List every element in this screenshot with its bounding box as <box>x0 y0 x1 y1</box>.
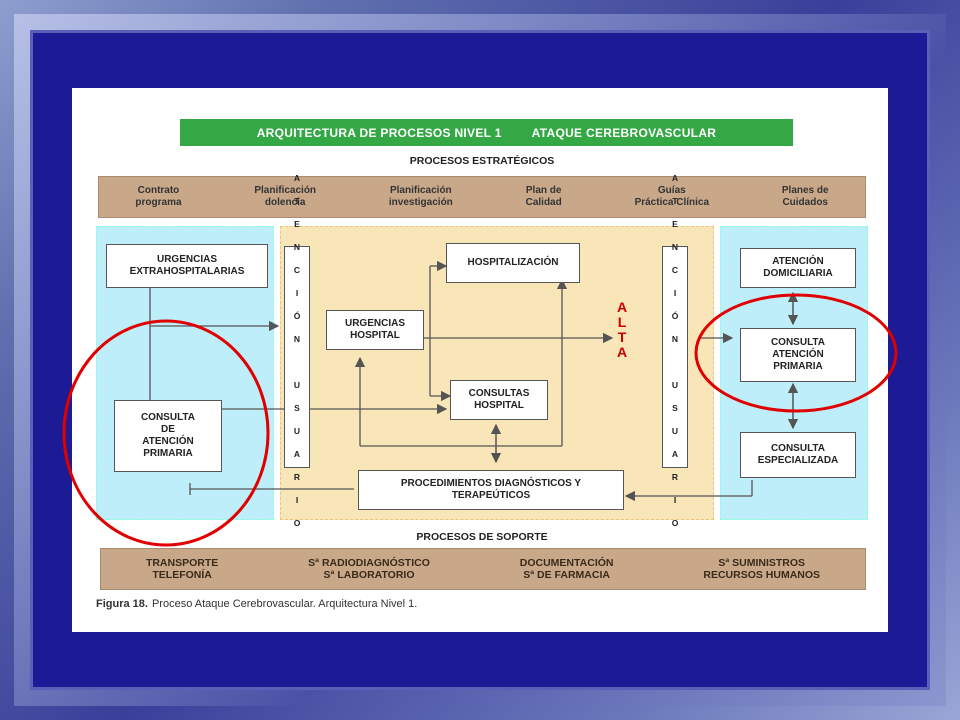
strategic-bar: Contrato programa Planificación dolencia… <box>98 176 866 218</box>
box-urgencias-hospital: URGENCIAS HOSPITAL <box>326 310 424 350</box>
atencion-usuario-letter: R <box>671 472 679 482</box>
atencion-usuario-letter: C <box>671 265 679 275</box>
alta-letter: A <box>616 344 628 360</box>
atencion-usuario-letter: U <box>293 380 301 390</box>
strategic-item: Contrato programa <box>135 185 182 208</box>
title-left: ARQUITECTURA DE PROCESOS NIVEL 1 <box>256 125 502 140</box>
atencion-usuario-letter: Ó <box>671 311 679 321</box>
title-right: ATAQUE CEREBROVASCULAR <box>531 125 717 140</box>
support-item: DOCUMENTACIÓN Sª DE FARMACIA <box>519 557 614 581</box>
atencion-usuario-letter: N <box>671 334 679 344</box>
atencion-usuario-letter: I <box>673 495 677 505</box>
box-procedimientos: PROCEDIMIENTOS DIAGNÓSTICOS Y TERAPEÚTIC… <box>358 470 624 510</box>
caption-figure-number: Figura 18. <box>96 598 148 610</box>
strategic-item: Planes de Cuidados <box>781 185 829 208</box>
atencion-usuario-letter: R <box>293 472 301 482</box>
diagram-figure: ARQUITECTURA DE PROCESOS NIVEL 1 ATAQUE … <box>72 88 888 632</box>
atencion-usuario-letter: O <box>293 518 301 528</box>
atencion-usuario-letter: I <box>295 495 299 505</box>
atencion-usuario-letter: A <box>671 449 679 459</box>
atencion-usuario-letter: E <box>294 219 300 229</box>
box-consulta-atencion-primaria-right: CONSULTA ATENCIÓN PRIMARIA <box>740 328 856 382</box>
atencion-usuario-letter: C <box>293 265 301 275</box>
box-hospitalizacion: HOSPITALIZACIÓN <box>446 243 580 283</box>
support-bar: TRANSPORTE TELEFONÍA Sª RADIODIAGNÓSTICO… <box>100 548 866 590</box>
atencion-usuario-column-right: A T E N C I Ó N U S U A R I O <box>662 173 688 528</box>
atencion-usuario-letter: U <box>293 426 301 436</box>
alta-letter: L <box>617 314 627 330</box>
atencion-usuario-letter: A <box>293 449 301 459</box>
atencion-usuario-letter: E <box>672 219 678 229</box>
figure-caption: Figura 18.Proceso Ataque Cerebrovascular… <box>96 598 417 610</box>
strategic-label: PROCESOS ESTRATÉGICOS <box>409 155 555 167</box>
strategic-item: Guías Práctica Clínica <box>634 185 710 208</box>
alta-letter: A <box>616 299 628 315</box>
support-item: Sª RADIODIAGNÓSTICO Sª LABORATORIO <box>308 557 430 581</box>
atencion-usuario-letter: N <box>293 242 301 252</box>
atencion-usuario-letter <box>296 357 298 369</box>
atencion-usuario-letter: O <box>671 518 679 528</box>
atencion-usuario-letter <box>674 357 676 369</box>
box-atencion-domiciliaria: ATENCIÓN DOMICILIARIA <box>740 248 856 288</box>
diagram-title: ARQUITECTURA DE PROCESOS NIVEL 1 ATAQUE … <box>180 119 793 146</box>
atencion-usuario-letter: S <box>294 403 300 413</box>
atencion-usuario-column-left: A T E N C I Ó N U S U A R I O <box>284 173 310 528</box>
support-label: PROCESOS DE SOPORTE <box>416 531 548 543</box>
atencion-usuario-letter: U <box>671 380 679 390</box>
atencion-usuario-letter: A <box>293 173 301 183</box>
atencion-usuario-letter: I <box>295 288 299 298</box>
caption-text: Proceso Ataque Cerebrovascular. Arquitec… <box>151 598 418 610</box>
support-item: TRANSPORTE TELEFONÍA <box>145 557 219 581</box>
atencion-usuario-letter: A <box>671 173 679 183</box>
box-consulta-especializada: CONSULTA ESPECIALIZADA <box>740 432 856 478</box>
atencion-usuario-letter: T <box>672 196 678 206</box>
atencion-usuario-letter: S <box>672 403 678 413</box>
atencion-usuario-letter: N <box>293 334 301 344</box>
atencion-usuario-letter: T <box>294 196 300 206</box>
strategic-item: Planificación dolencia <box>254 185 317 208</box>
support-item: Sª SUMINISTROS RECURSOS HUMANOS <box>703 557 821 581</box>
box-consultas-hospital: CONSULTAS HOSPITAL <box>450 380 548 420</box>
strategic-item: Planificación investigación <box>388 185 453 208</box>
atencion-usuario-letter: N <box>671 242 679 252</box>
box-urgencias-extrahospitalarias: URGENCIAS EXTRAHOSPITALARIAS <box>106 244 268 288</box>
atencion-usuario-letter: I <box>673 288 677 298</box>
atencion-usuario-letter: Ó <box>293 311 301 321</box>
atencion-usuario-letter: U <box>671 426 679 436</box>
strategic-item: Plan de Calidad <box>525 185 562 208</box>
box-consulta-atencion-primaria-left: CONSULTA DE ATENCIÓN PRIMARIA <box>114 400 222 472</box>
alta-letter: T <box>617 329 627 345</box>
